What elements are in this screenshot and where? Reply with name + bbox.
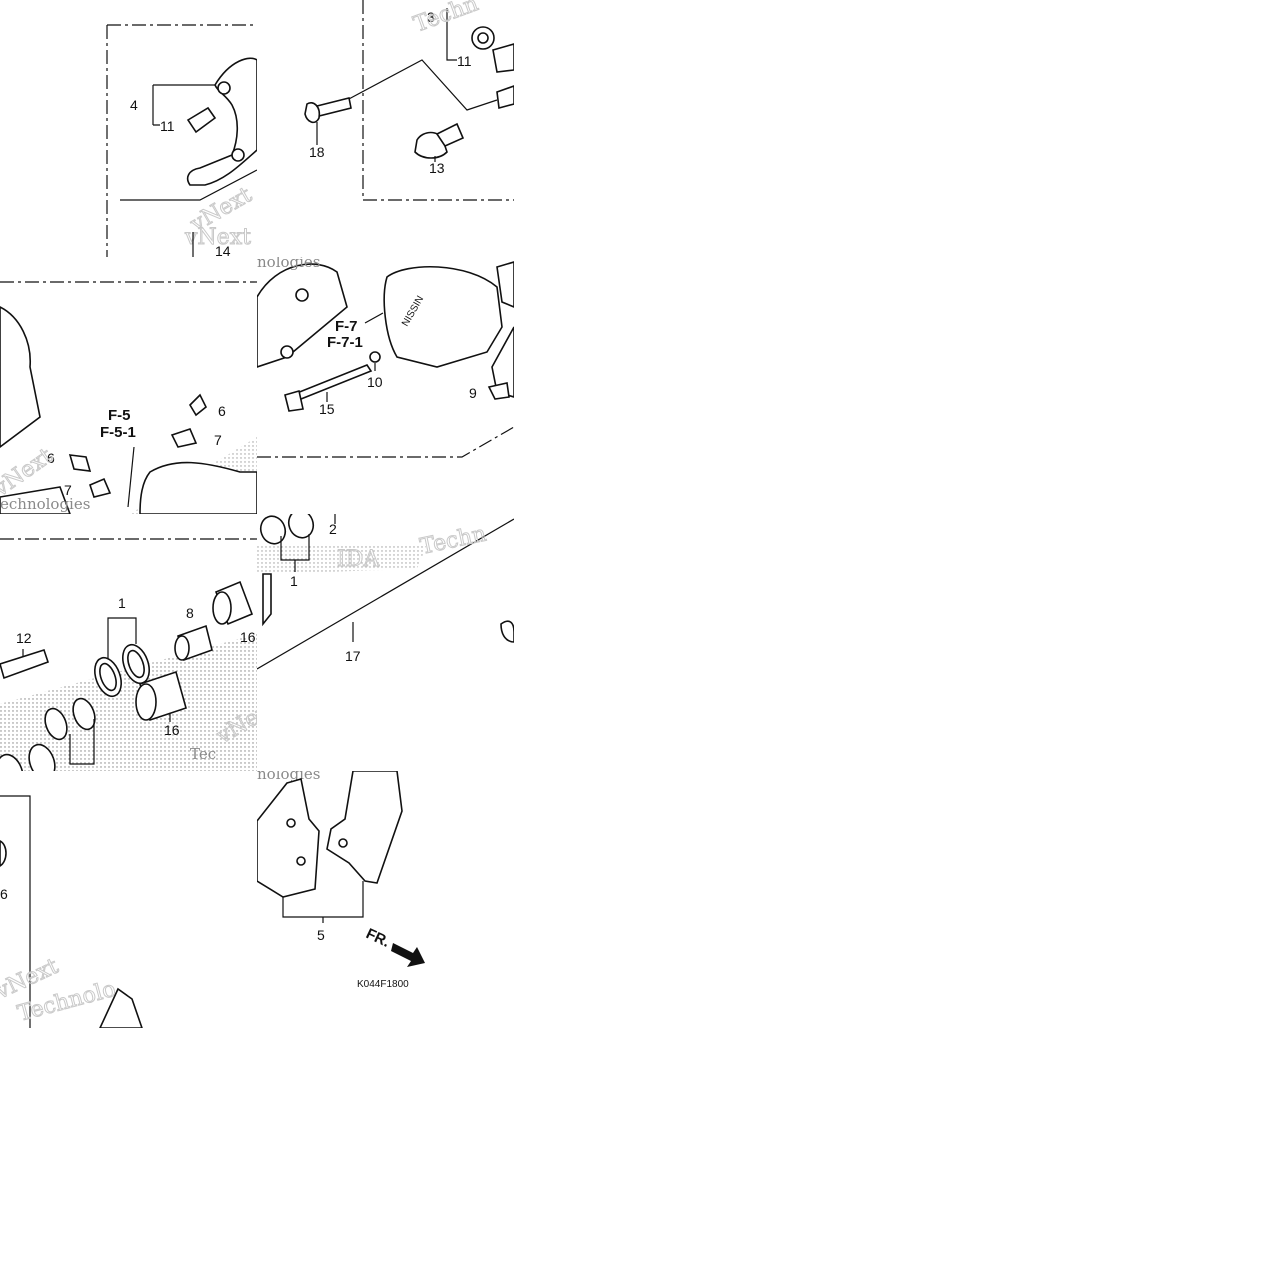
callout-9: 9 [469, 385, 477, 401]
bottom-left-drawing: 6 vNext Technolo [0, 795, 143, 1028]
tile-caliper-pins: 3 11 18 13 Techn [257, 0, 514, 257]
ref-f7: F-7 [335, 318, 358, 335]
callout-14: 14 [215, 243, 231, 257]
watermark-technologies-c: echnologies [0, 495, 90, 513]
callout-1: 1 [118, 595, 126, 611]
diagram-code: K044F1800 [357, 979, 409, 990]
tile-brake-pads: nologies 5 FR. K044F1800 [257, 771, 514, 1028]
tile-caliper-body-left: F-5 F-5-1 6 7 6 7 vNext echnologies [0, 257, 257, 514]
caliper-body-left-drawing: F-5 F-5-1 6 7 6 7 vNext echnologies [0, 281, 257, 514]
watermark-techn: Techn [411, 0, 482, 38]
ref-f7-1: F-7-1 [327, 334, 363, 351]
callout-5: 5 [317, 927, 325, 943]
caliper-pins-drawing: 3 11 18 13 Techn [304, 0, 514, 201]
tile-seals-hose: IDA 1 2 17 Techn [257, 514, 514, 771]
caliper-bracket-drawing: 4 11 vNext Tec vNext 14 [106, 24, 257, 257]
pistons-seals-drawing: 12 1 8 16 16 vNext Tec [0, 538, 257, 771]
callout-1b: 1 [290, 573, 298, 589]
brake-pads-drawing: nologies 5 FR. K044F1800 [257, 771, 425, 990]
tile-caliper-bracket: 4 11 vNext Tec vNext 14 [0, 0, 257, 257]
callout-6b: 6 [47, 450, 55, 466]
callout-8: 8 [186, 605, 194, 621]
seals-hose-drawing: IDA 1 2 17 Techn [257, 514, 514, 670]
callout-16b: 16 [164, 722, 180, 738]
callout-6c: 6 [0, 886, 8, 902]
callout-16: 16 [240, 629, 256, 645]
callout-10: 10 [367, 374, 383, 390]
ref-f5-1: F-5-1 [100, 424, 136, 441]
watermark-vnext: vNext Tec [184, 225, 257, 250]
callout-11: 11 [160, 118, 175, 134]
callout-12: 12 [16, 630, 32, 646]
tile-caliper-body-right: NISSIN F-7 F-7-1 15 10 9 nologies [257, 257, 514, 514]
caliper-body-right-drawing: NISSIN F-7 F-7-1 15 10 9 nologies [257, 257, 514, 458]
callout-18: 18 [309, 144, 325, 160]
front-arrow-icon [391, 943, 425, 967]
callout-2: 2 [329, 521, 337, 537]
callout-3: 3 [427, 9, 435, 25]
watermark-vnext-tec-e: Tec [190, 745, 216, 763]
watermark-nologies-h: nologies [257, 771, 321, 783]
callout-15: 15 [319, 401, 335, 417]
logo-fragment: IDA [337, 547, 380, 572]
tile-pistons-seals: 12 1 8 16 16 vNext Tec [0, 514, 257, 771]
callout-13: 13 [429, 160, 445, 176]
tile-bottom-left: 6 vNext Technolo [0, 771, 257, 1028]
direction-label: FR. [363, 925, 392, 951]
callout-11b: 11 [457, 53, 472, 69]
watermark-nologies-d: nologies [257, 257, 321, 271]
callout-17: 17 [345, 648, 361, 664]
callout-6: 6 [218, 403, 226, 419]
callout-4: 4 [130, 97, 138, 113]
callout-7: 7 [214, 432, 222, 448]
callout-7b: 7 [64, 482, 72, 498]
ref-f5: F-5 [108, 407, 131, 424]
